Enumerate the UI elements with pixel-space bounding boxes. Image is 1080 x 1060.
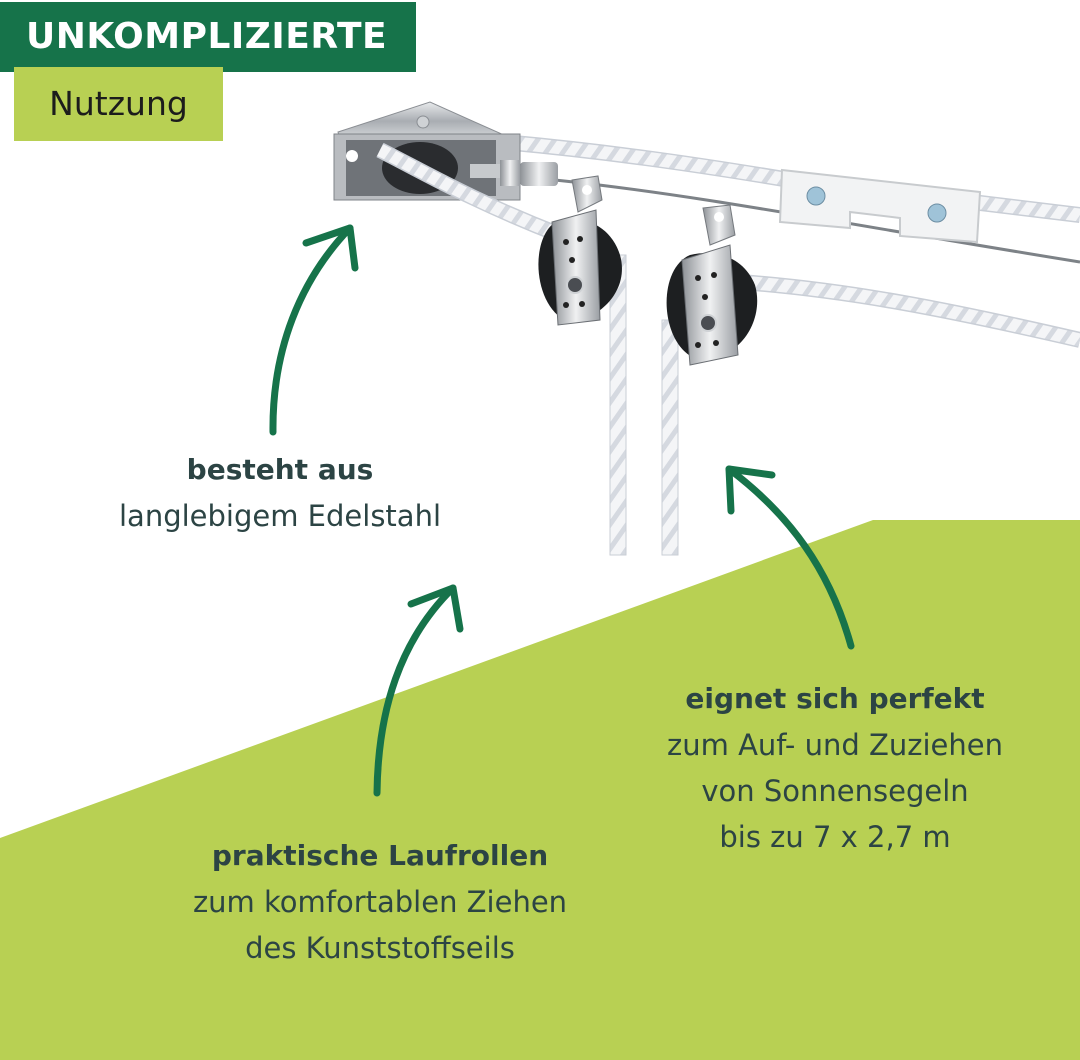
callout-heading: eignet sich perfekt: [685, 682, 985, 715]
callout-line: zum komfortablen Ziehen: [192, 885, 568, 919]
arrow-icon-1: [269, 224, 359, 436]
pulley-block-1: [538, 175, 622, 326]
callout-line: von Sonnensegeln: [701, 774, 969, 808]
page-subtitle: Nutzung: [14, 67, 223, 141]
product-image: [333, 101, 1080, 556]
callout-line: bis zu 7 x 2,7 m: [719, 820, 951, 854]
callout-line: zum Auf- und Zuziehen: [667, 728, 1003, 762]
callout-line: langlebigem Edelstahl: [118, 499, 442, 533]
callout-heading: besteht aus: [186, 453, 374, 486]
pulley-block-2: [666, 204, 758, 366]
callout-pulleys: praktische Laufrollen zum komfortablen Z…: [130, 833, 630, 971]
callout-heading: praktische Laufrollen: [211, 839, 549, 872]
callout-line: des Kunststoffseils: [245, 931, 515, 965]
page-title: UNKOMPLIZIERTE: [0, 2, 416, 72]
arrow-icon-3: [725, 465, 855, 650]
lime-background-shape: [0, 520, 1080, 1060]
arrow-icon-2: [373, 584, 464, 797]
callout-usage: eignet sich perfekt zum Auf- und Zuziehe…: [600, 676, 1070, 860]
callout-material: besteht aus langlebigem Edelstahl: [60, 447, 500, 539]
